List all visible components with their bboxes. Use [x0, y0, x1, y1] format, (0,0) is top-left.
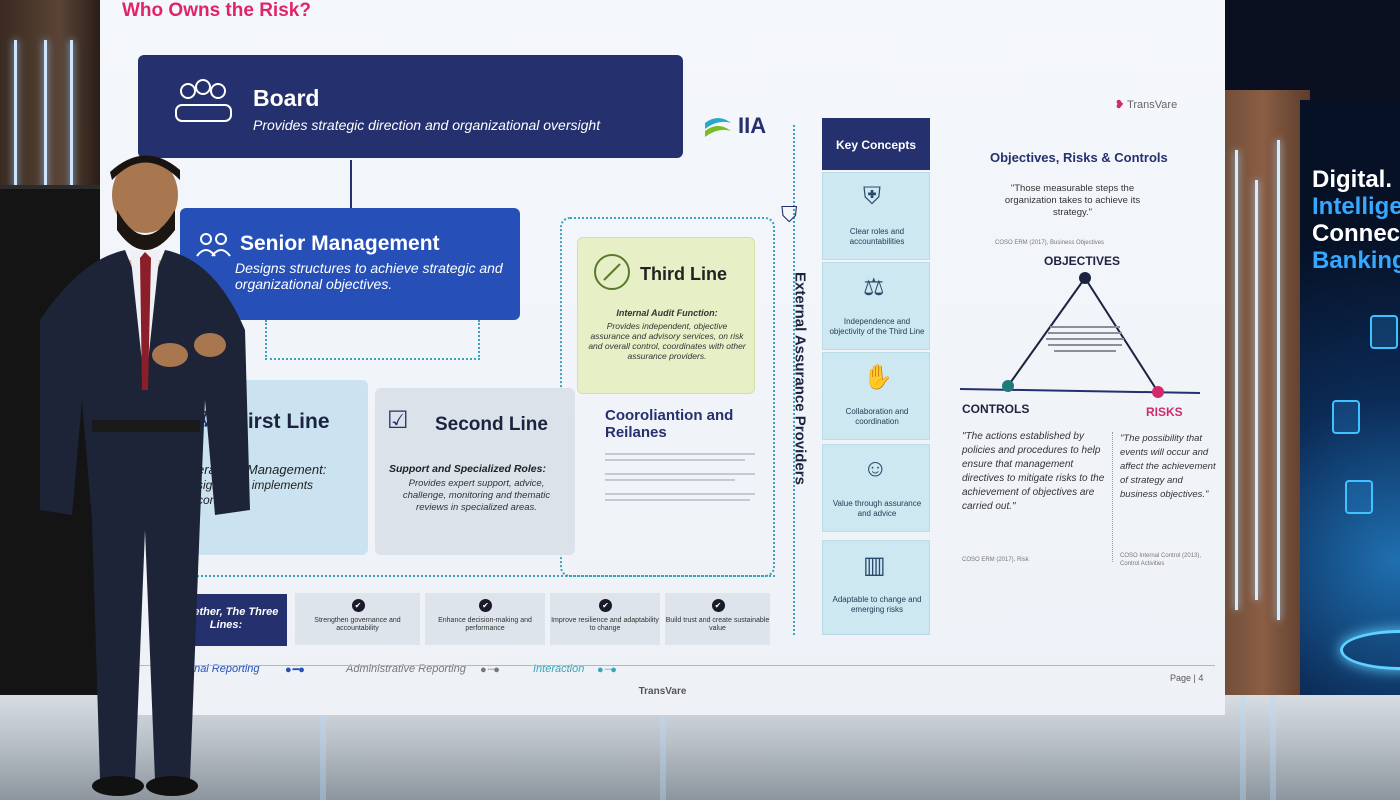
light-strip [1235, 150, 1238, 610]
board-meeting-icon [175, 79, 232, 122]
key-concept-item: ✋Collaboration and coordination [822, 352, 930, 440]
checklist-icon: ☑ [387, 407, 409, 434]
third-line-box: Third Line Internal Audit Function: Prov… [577, 237, 755, 394]
key-concept-item: ▥Adaptable to change and emerging risks [822, 540, 930, 635]
speaker [40, 155, 250, 796]
key-concept-item: ⚖Independence and objectivity of the Thi… [822, 262, 930, 350]
risks-label: RISKS [1146, 405, 1183, 419]
compass-icon [594, 254, 630, 290]
senior-management-title: Senior Management [240, 232, 440, 255]
second-line-box: ☑ Second Line Support and Specialized Ro… [375, 388, 575, 555]
dotted-connector [185, 575, 775, 577]
benefit-item: ✔Build trust and create sustainable valu… [665, 593, 770, 645]
iia-logo-icon [703, 115, 733, 141]
risks-source: COSO Internal Control (2013), Control Ac… [1120, 553, 1202, 567]
light-strip [70, 40, 73, 190]
side-line-1: Digital. [1312, 166, 1393, 193]
legend-functional-arrow-icon: ●━● [285, 664, 305, 676]
controls-source: COSO ERM (2017), Risk [962, 557, 1029, 563]
dotted-connector [793, 125, 795, 635]
side-line-2: Intellige [1312, 193, 1400, 220]
controls-quote: "The actions established by policies and… [962, 431, 1105, 512]
board-title: Board [253, 85, 320, 111]
side-line-3: Connect [1312, 220, 1400, 247]
brand-logo-icon: ❥ [1115, 99, 1125, 111]
second-line-title: Second Line [435, 414, 548, 435]
legend-administrative: Administrative Reporting [346, 663, 466, 675]
shield-check-icon: ⛨ [863, 183, 881, 210]
benefit-item: ✔Improve resilience and adaptability to … [550, 593, 660, 645]
glow-ring [1340, 630, 1400, 670]
key-concept-item: ⛨Clear roles and accountabilities [822, 172, 930, 260]
iia-label: IIA [738, 113, 767, 138]
third-line-heading: Internal Audit Function: [616, 308, 718, 318]
light-strip [44, 40, 47, 190]
ork-triangle [960, 272, 1201, 398]
objectives-label: OBJECTIVES [1044, 254, 1121, 268]
light-strip [1255, 180, 1258, 600]
scales-icon: ⚖ [863, 274, 885, 301]
tile-icon [1345, 480, 1373, 514]
tile-icon [1332, 400, 1360, 434]
page-number: Page | 4 [1170, 673, 1204, 683]
people-icon [196, 233, 231, 257]
slide-footer: TransVare [638, 686, 687, 697]
people-icon: ☺ [863, 455, 888, 482]
solid-connector [350, 160, 352, 215]
external-assurance-label: External Assurance Providers [791, 272, 809, 485]
stage-right-wall [1215, 90, 1310, 700]
ork-title: Objectives, Risks & Controls [990, 150, 1168, 165]
risks-quote: "The possibility that events will occur … [1120, 433, 1216, 500]
divider [1112, 432, 1113, 562]
triangle-center-text [1040, 322, 1130, 356]
coordination-block: Cooroliantion and Reilanes [605, 407, 765, 505]
first-line-title: First Line [235, 410, 330, 433]
check-icon: ✔ [711, 599, 725, 612]
key-concepts-heading: Key Concepts [822, 118, 930, 170]
check-icon: ✔ [351, 599, 365, 612]
key-concept-item: ☺Value through assurance and advice [822, 444, 930, 532]
legend-administrative-arrow-icon: ●┄● [480, 664, 500, 676]
slide-title: Who Owns the Risk? [122, 0, 311, 21]
check-icon: ✔ [479, 599, 492, 612]
senior-management-desc: Designs structures to achieve strategic … [235, 260, 503, 292]
board-box: Board Provides strategic direction and o… [138, 55, 683, 158]
coordination-lines [605, 453, 765, 501]
second-line-heading: Support and Specialized Roles: [389, 463, 546, 475]
senior-management-box: Senior Management Designs structures to … [180, 208, 520, 320]
legend-interaction: Interaction [533, 663, 585, 675]
board-desc: Provides strategic direction and organiz… [253, 117, 601, 133]
side-screen: Digital. Intellige Connect Banking [1300, 100, 1400, 700]
brand-logo: ❥ TransVare [1115, 99, 1178, 111]
third-line-desc: Provides independent, objective assuranc… [588, 321, 746, 361]
benefit-item: ✔Strengthen governance and accountabilit… [295, 593, 420, 645]
objectives-source: COSO ERM (2017), Business Objectives [995, 240, 1105, 246]
tile-icon [1370, 315, 1398, 349]
shield-icon: ⛉ [781, 202, 798, 227]
legend-interaction-arrow-icon: ●┄● [597, 664, 617, 676]
dotted-connector [265, 320, 480, 360]
side-line-4: Banking [1312, 247, 1400, 274]
footer-rule [140, 665, 1215, 666]
objectives-quote: "Those measurable steps the organization… [1004, 183, 1141, 218]
check-icon: ✔ [599, 599, 612, 612]
chart-icon: ▥ [863, 552, 886, 579]
handshake-icon: ✋ [863, 364, 893, 391]
third-line-title: Third Line [640, 264, 727, 284]
controls-label: CONTROLS [962, 402, 1030, 416]
second-line-desc: Provides expert support, advice, challen… [402, 478, 551, 513]
light-strip [1277, 140, 1280, 620]
benefit-item: ✔Enhance decision-making and performance [425, 593, 545, 645]
coordination-title: Cooroliantion and Reilanes [605, 407, 734, 441]
light-strip [14, 40, 17, 190]
